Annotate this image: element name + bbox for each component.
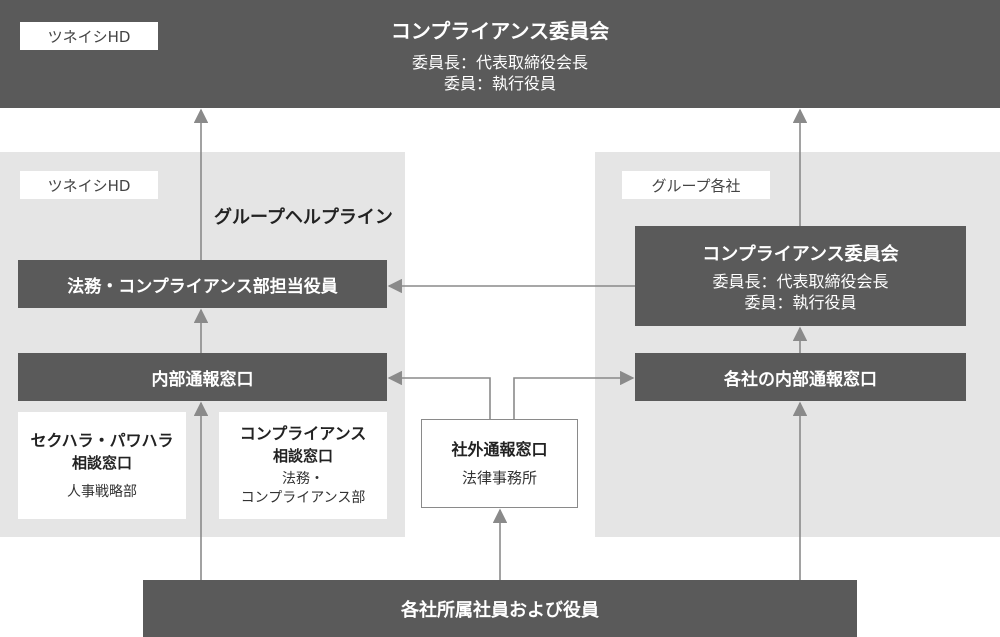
external-desk-title: 社外通報窓口	[451, 439, 548, 459]
right-panel	[595, 152, 1000, 537]
compliance-desk-dept-line1: 法務・	[282, 471, 324, 487]
right-panel-tag: グループ各社	[622, 171, 770, 199]
officer-box: 法務・コンプライアンス部担当役員	[18, 260, 387, 308]
employees-bar: 各社所属社員および役員	[143, 580, 857, 637]
top-committee-members: 委員：執行役員	[443, 73, 556, 93]
top-company-tag: ツネイシHD	[20, 22, 158, 50]
compliance-desk-dept-line2: コンプライアンス部	[240, 490, 366, 506]
arrow-external-to-internal-desk	[387, 370, 491, 419]
group-internal-desk-box: 各社の内部通報窓口	[635, 353, 966, 401]
group-committee-box: コンプライアンス委員会 委員長：代表取締役会長 委員：執行役員	[635, 226, 966, 326]
internal-desk-box: 内部通報窓口	[18, 353, 387, 401]
helpline-title: グループヘルプライン	[214, 207, 393, 228]
top-committee-chair: 委員長：代表取締役会長	[411, 52, 588, 72]
compliance-desk-title: コンプライアンス	[239, 424, 367, 443]
top-committee-text: コンプライアンス委員会 委員長：代表取締役会長 委員：執行役員	[250, 8, 750, 100]
external-desk-box: 社外通報窓口 法律事務所	[421, 419, 578, 508]
harassment-desk-subtitle: 相談窓口	[71, 453, 132, 472]
compliance-desk-box: コンプライアンス 相談窓口 法務・ コンプライアンス部	[219, 412, 387, 519]
group-committee-title: コンプライアンス委員会	[702, 243, 899, 265]
external-desk-subtitle: 法律事務所	[461, 468, 537, 487]
top-committee-box	[0, 0, 1000, 108]
arrow-external-to-group-desk	[513, 370, 635, 419]
top-committee-title: コンプライアンス委員会	[390, 18, 610, 43]
harassment-desk-dept: 人事戦略部	[67, 483, 137, 500]
group-committee-members: 委員：執行役員	[744, 292, 857, 312]
group-committee-chair: 委員長：代表取締役会長	[712, 271, 889, 291]
harassment-desk-box: セクハラ・パワハラ 相談窓口 人事戦略部	[18, 412, 186, 519]
left-panel-tag: ツネイシHD	[20, 171, 158, 199]
harassment-desk-title: セクハラ・パワハラ	[30, 430, 174, 450]
compliance-desk-subtitle: 相談窓口	[272, 447, 333, 465]
